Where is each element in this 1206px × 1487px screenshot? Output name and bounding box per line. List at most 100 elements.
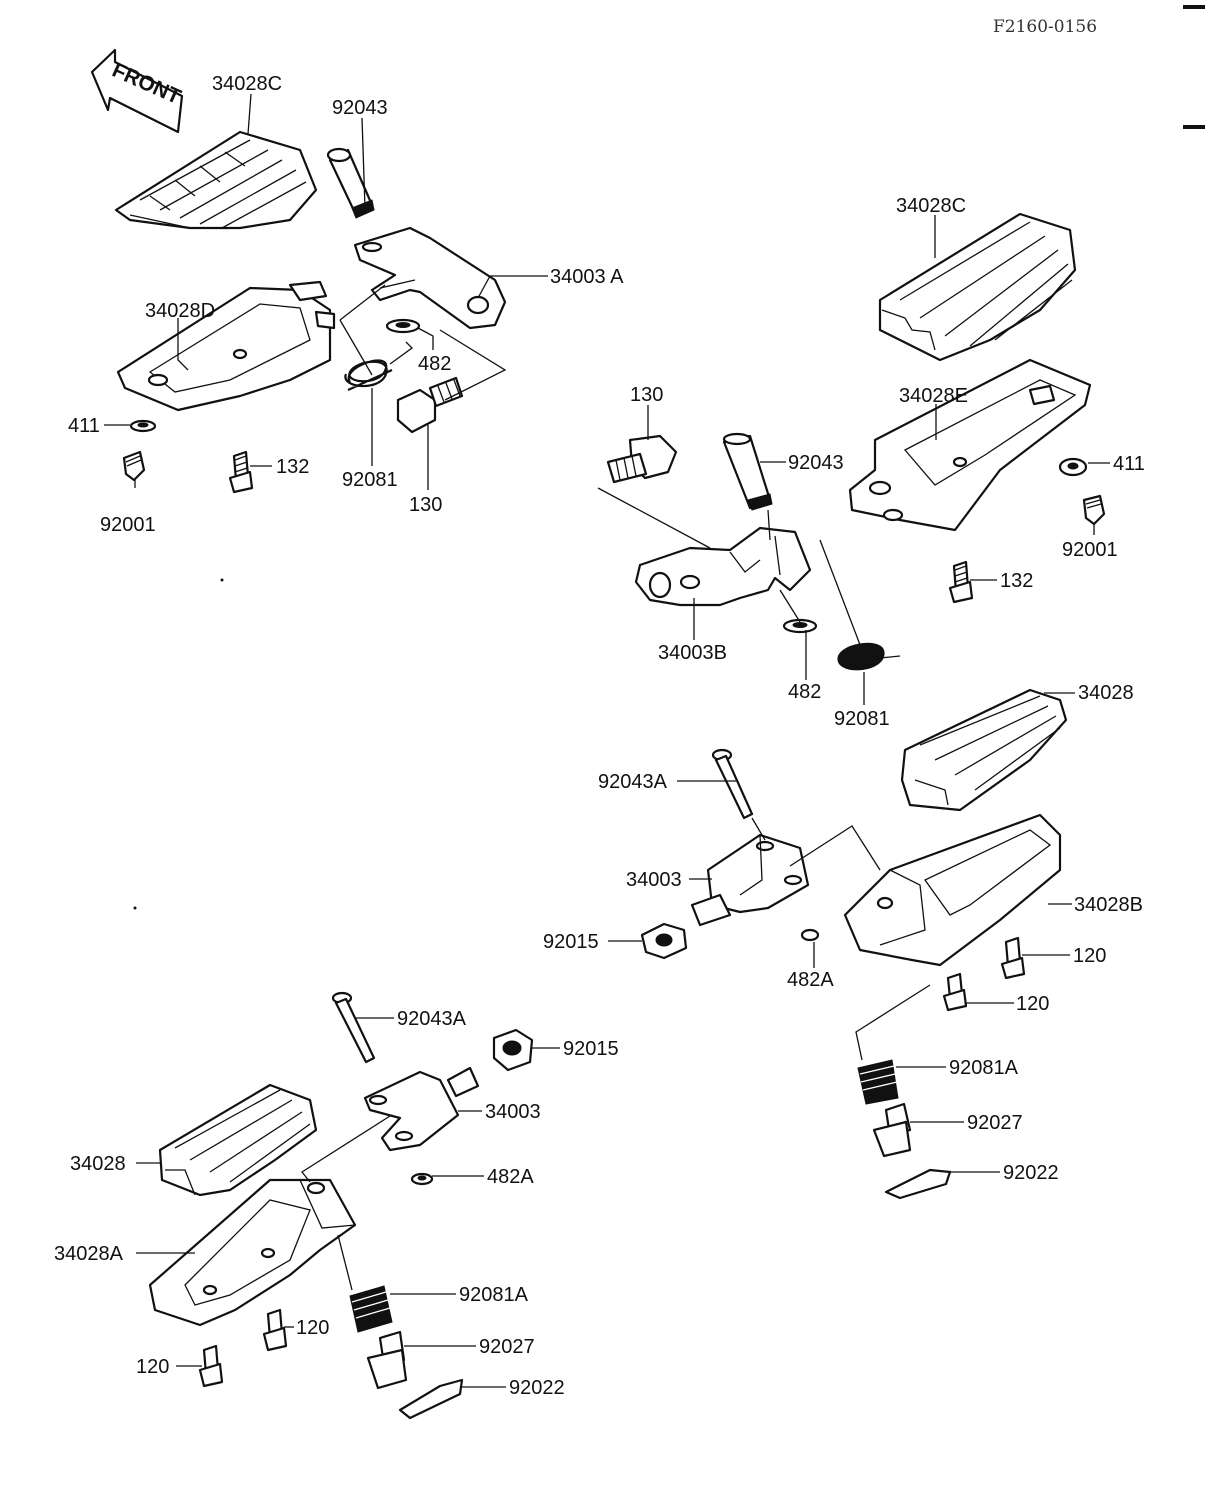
- callout-132: 132: [1000, 570, 1033, 592]
- margin-tick-mid: [1183, 125, 1205, 129]
- callout-120: 120: [1073, 945, 1106, 967]
- callout-482A: 482A: [787, 969, 834, 991]
- assembly-line-bottom-2: [337, 1234, 353, 1291]
- assembly-line-mid-2: [855, 984, 931, 1061]
- callout-34003B: 34003B: [658, 642, 727, 664]
- spring-92081-left: [344, 341, 413, 392]
- pivot-pin-92043A-left: [331, 991, 376, 1064]
- callout-92015: 92015: [563, 1038, 619, 1060]
- callout-411: 411: [1113, 453, 1145, 475]
- drawing-code: F2160-0156: [993, 17, 1097, 37]
- assembly-line-mid-1: [751, 817, 881, 871]
- callout-130: 130: [630, 384, 663, 406]
- washer-92022-left: [398, 1378, 464, 1420]
- spring-seat-92027-right: [872, 1102, 912, 1158]
- callout-34003A: 34003 A: [550, 266, 624, 288]
- callout-labels: 34028C 92043 34003 A 34028D 482 411 132 …: [54, 73, 1145, 1399]
- footpeg-rubber-34028-left: [158, 1083, 318, 1197]
- callout-92001: 92001: [1062, 539, 1118, 561]
- callout-34028C: 34028C: [896, 195, 966, 217]
- washer-92022-right: [884, 1168, 952, 1200]
- callout-34028A: 34028A: [54, 1243, 124, 1265]
- callout-34028: 34028: [70, 1153, 126, 1175]
- washer-411-right: [1058, 457, 1088, 477]
- washer-411-left: [129, 419, 157, 433]
- callout-34028: 34028: [1078, 682, 1134, 704]
- bolt-120-right-b: [942, 972, 968, 1012]
- clip-482-left: [385, 318, 421, 334]
- bolt-92001-left: [122, 450, 146, 482]
- spring-seat-92027-left: [366, 1330, 408, 1390]
- callout-482A: 482A: [487, 1166, 534, 1188]
- footpeg-bracket-34028B: [843, 813, 1062, 967]
- stray-mark-1: [220, 578, 224, 582]
- callout-92081A: 92081A: [949, 1057, 1019, 1079]
- callout-92043A: 92043A: [598, 771, 668, 793]
- front-arrow-icon: FRONT: [90, 48, 184, 134]
- clip-482A-right: [800, 928, 820, 942]
- footpeg-holder-34003A: [353, 226, 507, 330]
- callout-92043: 92043: [788, 452, 844, 474]
- callout-92027: 92027: [967, 1112, 1023, 1134]
- callout-92081A: 92081A: [459, 1284, 529, 1306]
- bolt-92001-right: [1082, 494, 1106, 526]
- spring-92081-right: [837, 642, 901, 671]
- callout-92022: 92022: [509, 1377, 565, 1399]
- margin-tick-top: [1183, 5, 1205, 9]
- assembly-line-left-2: [439, 329, 507, 401]
- footpeg-holder-34003-right: [690, 833, 810, 927]
- callout-132: 132: [276, 456, 309, 478]
- callout-411: 411: [68, 415, 100, 437]
- nut-92015-right: [640, 922, 688, 960]
- footpeg-bracket-34028E: [848, 358, 1092, 532]
- pivot-pin-92043-left: [326, 147, 375, 219]
- callout-482: 482: [418, 353, 451, 375]
- footpeg-holder-34003B: [634, 526, 812, 607]
- callout-34028E: 34028E: [899, 385, 968, 407]
- nut-92015-left: [492, 1028, 534, 1072]
- footpeg-rubber-34028C-left: [114, 130, 318, 230]
- callout-34003: 34003: [626, 869, 682, 891]
- pivot-pin-92043-right: [722, 432, 773, 511]
- bolt-130-right: [606, 434, 678, 484]
- callout-92081: 92081: [342, 469, 398, 491]
- callout-34028B: 34028B: [1074, 894, 1143, 916]
- callout-92015: 92015: [543, 931, 599, 953]
- callout-34028D: 34028D: [145, 300, 215, 322]
- callout-92043: 92043: [332, 97, 388, 119]
- callout-92081: 92081: [834, 708, 890, 730]
- callout-130: 130: [409, 494, 442, 516]
- callout-34003: 34003: [485, 1101, 541, 1123]
- assembly-line-bottom-1: [301, 1115, 391, 1183]
- assembly-line-left-1: [339, 284, 386, 376]
- assembly-line-right-1: [597, 487, 711, 549]
- pivot-pin-92043A-right: [711, 748, 754, 820]
- bolt-120-right-a: [1000, 936, 1026, 980]
- assembly-line-right-2: [767, 509, 863, 651]
- clip-482A-left: [410, 1172, 434, 1186]
- footpeg-rubber-34028-right: [900, 688, 1068, 812]
- callout-92001: 92001: [100, 514, 156, 536]
- callout-92027: 92027: [479, 1336, 535, 1358]
- bolt-132-right: [948, 560, 974, 604]
- callout-92022: 92022: [1003, 1162, 1059, 1184]
- callout-92043A: 92043A: [397, 1008, 467, 1030]
- bolt-130-left: [396, 376, 464, 434]
- callout-120: 120: [296, 1317, 329, 1339]
- footpeg-rubber-34028C-right: [878, 212, 1077, 362]
- bolt-120-left-b: [198, 1344, 224, 1388]
- callout-482: 482: [788, 681, 821, 703]
- callout-34028C: 34028C: [212, 73, 282, 95]
- footpeg-bracket-34028A: [148, 1178, 357, 1327]
- leader-lines: [104, 93, 1110, 1388]
- clip-482-right: [782, 618, 818, 634]
- spring-92081A-right: [857, 1059, 899, 1105]
- bolt-120-left-a: [262, 1308, 288, 1352]
- bolt-132-left: [228, 450, 254, 494]
- stray-mark-2: [133, 906, 137, 910]
- spring-92081A-left: [349, 1285, 393, 1333]
- footpeg-bracket-34028D: [116, 280, 336, 412]
- footpeg-holder-34003-left: [363, 1066, 480, 1152]
- callout-120: 120: [136, 1356, 169, 1378]
